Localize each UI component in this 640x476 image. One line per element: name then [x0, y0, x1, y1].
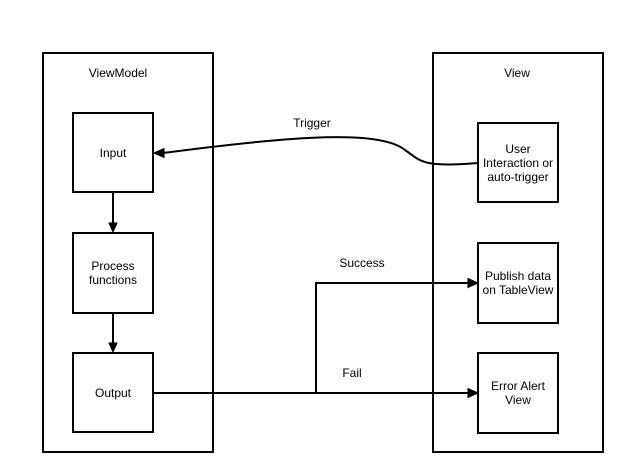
- process-functions-node: [72, 232, 154, 314]
- input-to-process-arrowhead: [108, 222, 118, 234]
- trigger-arrowhead: [152, 147, 165, 159]
- error-alert-node: [477, 352, 559, 434]
- node-label-line: Error Alert: [491, 379, 546, 393]
- trigger-label: Trigger: [293, 116, 331, 130]
- viewmodel-container-title: ViewModel: [89, 66, 147, 80]
- trigger-arrow: [162, 136, 479, 166]
- view-container-title: View: [504, 66, 530, 80]
- node-label-line: Publish data: [485, 269, 551, 283]
- node-label-line: View: [505, 393, 531, 407]
- node-label-line: on TableView: [483, 283, 554, 297]
- success-label: Success: [339, 256, 384, 270]
- output-node-label: Output: [95, 386, 132, 400]
- node-label-line: User: [505, 142, 530, 156]
- node-label-line: Output: [95, 386, 132, 400]
- user-interaction-node: [477, 122, 559, 203]
- node-label-line: auto-trigger: [487, 170, 548, 184]
- fail-arrowhead: [467, 387, 480, 399]
- node-label-line: Interaction or: [483, 156, 553, 170]
- node-label-line: functions: [89, 273, 137, 287]
- node-label-line: Input: [100, 146, 127, 160]
- output-node: [72, 352, 154, 433]
- publish-data-node: [477, 242, 559, 324]
- process-to-output-arrowhead: [108, 342, 118, 354]
- fail-label: Fail: [342, 366, 361, 380]
- node-label-line: Process: [91, 259, 134, 273]
- success-arrowhead: [467, 277, 480, 289]
- success-arrow: [315, 282, 470, 393]
- input-node-label: Input: [100, 146, 127, 160]
